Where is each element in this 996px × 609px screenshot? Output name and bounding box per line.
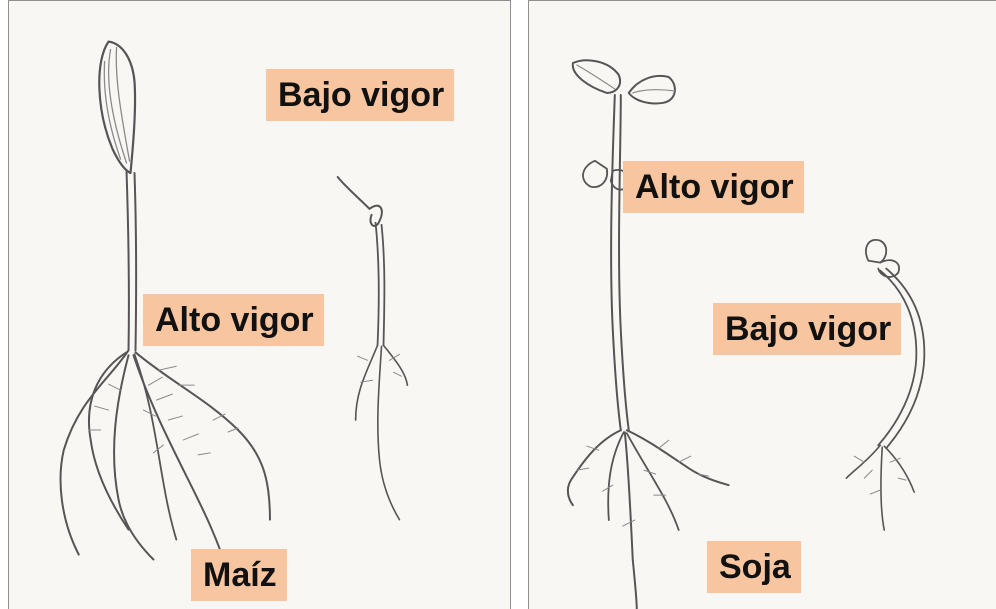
soy-low-vigor-label: Bajo vigor bbox=[713, 303, 901, 355]
maize-low-vigor-label: Bajo vigor bbox=[266, 69, 454, 121]
soy-high-vigor-seedling bbox=[568, 60, 729, 609]
soy-low-vigor-seedling bbox=[846, 240, 924, 530]
soy-panel: Alto vigor Bajo vigor Soja bbox=[528, 0, 996, 609]
soy-crop-label: Soja bbox=[707, 541, 801, 593]
maize-high-vigor-label: Alto vigor bbox=[143, 294, 324, 346]
maize-crop-label: Maíz bbox=[191, 549, 287, 601]
maize-panel: Bajo vigor Alto vigor Maíz bbox=[8, 0, 511, 609]
soy-high-vigor-label: Alto vigor bbox=[623, 161, 804, 213]
maize-low-vigor-seedling bbox=[338, 177, 408, 520]
